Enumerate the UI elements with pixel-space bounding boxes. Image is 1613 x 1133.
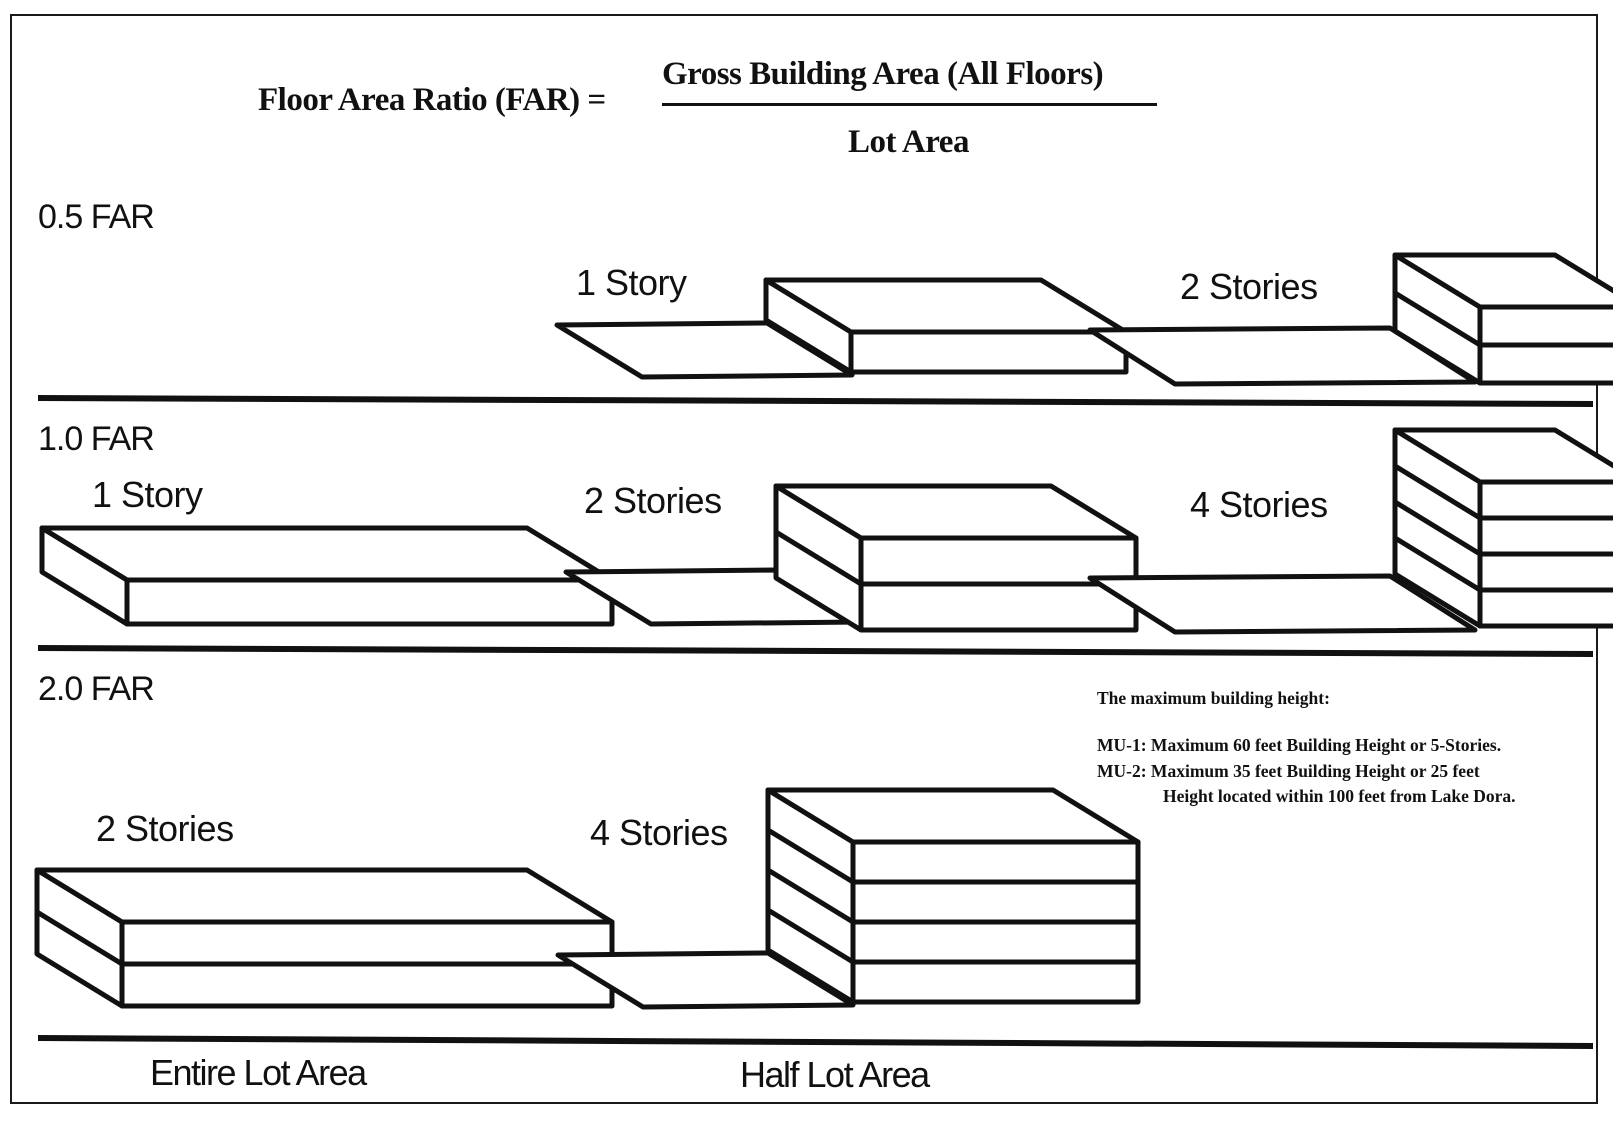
lot-area: [555, 950, 856, 1010]
building-label: 4 Stories: [590, 812, 728, 853]
building-roof: [34, 867, 615, 925]
far-label-0-5: 0.5 FAR: [38, 198, 155, 236]
notes-heading: The maximum building height:: [1097, 688, 1330, 708]
row-divider-2: [37, 645, 1594, 657]
building-roof: [1392, 427, 1613, 485]
floor-line: [1393, 499, 1482, 557]
formula-numerator: Gross Building Area (All Floors): [662, 56, 1104, 92]
entire-lot-label: Entire Lot Area: [150, 1052, 367, 1093]
building-front-face: [124, 577, 615, 627]
building-front-face: [848, 329, 1129, 375]
floor-line: [766, 867, 855, 925]
height-notes: The maximum building height: MU-1: Maxim…: [1097, 686, 1516, 810]
floor-line: [774, 529, 863, 587]
building-label: 1 Story: [576, 262, 687, 303]
floor-line: [35, 909, 124, 967]
floor-line: [766, 907, 855, 965]
far-label-2-0: 2.0 FAR: [38, 670, 155, 708]
note-mu2-cont: Height located within 100 feet from Lake…: [1163, 786, 1516, 807]
half-lot-label: Half Lot Area: [740, 1054, 930, 1095]
floor-line: [1393, 535, 1482, 593]
building-label: 1 Story: [92, 474, 203, 515]
floor-line: [1393, 290, 1482, 348]
building-roof: [1392, 252, 1613, 310]
formula-denominator: Lot Area: [848, 124, 969, 160]
note-mu2: MU-2: Maximum 35 feet Building Height or…: [1097, 760, 1480, 781]
formula-label: Floor Area Ratio (FAR) =: [258, 82, 606, 118]
row-divider-3: [37, 1035, 1594, 1049]
building-roof: [765, 787, 1141, 845]
note-mu1: MU-1: Maximum 60 feet Building Height or…: [1097, 735, 1502, 756]
fraction-bar: [662, 103, 1157, 106]
lot-area: [1087, 573, 1478, 635]
floor-line: [1393, 463, 1482, 521]
floor-line: [766, 827, 855, 885]
building-roof: [773, 483, 1139, 541]
lot-area: [554, 320, 855, 380]
row-divider-1: [37, 395, 1594, 407]
building-label: 2 Stories: [584, 480, 722, 521]
building-label: 4 Stories: [1190, 484, 1328, 525]
building-label: 2 Stories: [96, 808, 234, 849]
far-label-1-0: 1.0 FAR: [38, 420, 155, 458]
building-roof: [39, 525, 615, 583]
building-label: 2 Stories: [1180, 266, 1318, 307]
